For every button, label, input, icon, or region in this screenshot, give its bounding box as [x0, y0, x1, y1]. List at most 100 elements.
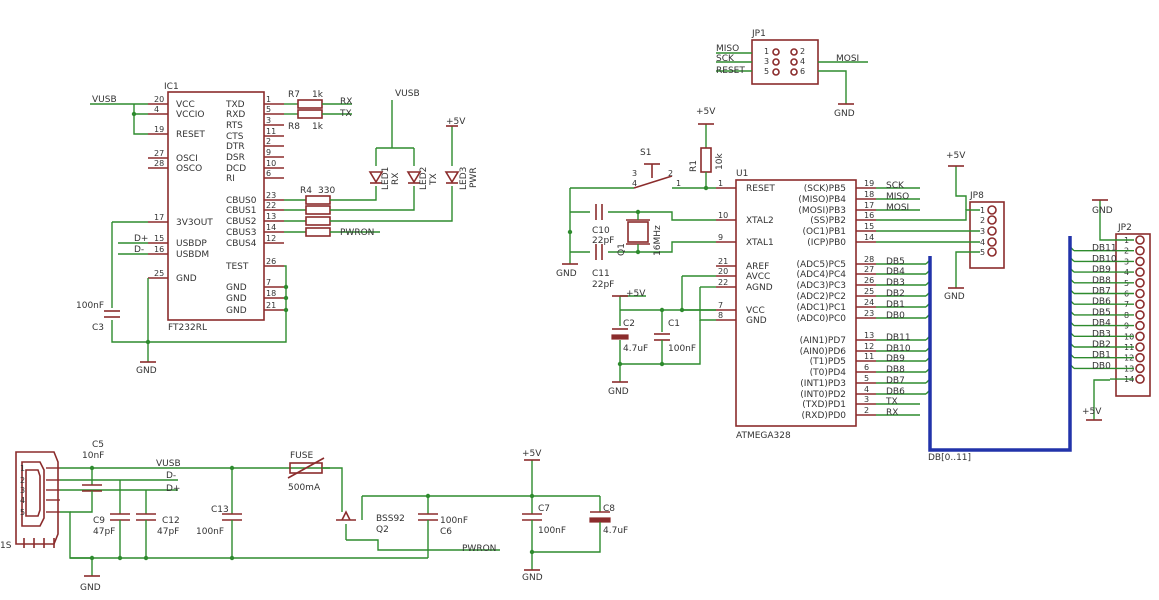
- ic1-pin-num: 5: [266, 105, 271, 114]
- ic1-pin-num: 7: [266, 278, 271, 287]
- u1-pin-name: (AIN0)PD6: [800, 347, 847, 357]
- ic1-pin-num: 3: [266, 116, 271, 125]
- ic1-ft232rl: IC1 FT232RL 20VCC4VCCIO19RESET27OSCI28OS…: [148, 82, 284, 333]
- dminus-label-ic1: D-: [134, 245, 144, 255]
- u1-pin-name: (AIN1)PD7: [800, 336, 846, 346]
- jp2-net-label: DB11: [1092, 244, 1117, 254]
- ic1-pin-num: 11: [266, 127, 276, 136]
- c2-name: C2: [623, 319, 635, 329]
- u1-pin-name: (TXD)PD1: [802, 400, 846, 410]
- ic1-pin-num: 19: [154, 125, 164, 134]
- ic1-pin-num: 27: [154, 149, 164, 158]
- c5-name: C5: [92, 440, 104, 450]
- ic1-pin-num: 10: [266, 159, 276, 168]
- u1-net-label: DB5: [886, 257, 905, 267]
- c13-value: 100nF: [196, 527, 224, 537]
- u1-pin-num: 18: [864, 190, 874, 199]
- svg-text:2: 2: [668, 169, 673, 178]
- r8-name: R8: [288, 122, 300, 132]
- dminus-label-usb: D-: [166, 471, 176, 481]
- c11-name: C11: [592, 269, 610, 279]
- ic1-pin-num: 9: [266, 148, 271, 157]
- led3-net: PWR: [469, 167, 479, 188]
- ic1-pin-num: 2: [266, 137, 271, 146]
- ic1-pin-name: GND: [226, 283, 247, 293]
- jp1-net-sck: SCK: [716, 54, 735, 64]
- u1-pin-name: (ADC4)PC4: [796, 270, 846, 280]
- jp2-pin-pad: [1135, 320, 1145, 331]
- jp2-pin-pad: [1135, 342, 1145, 352]
- s1-name: S1: [640, 148, 651, 158]
- c3-value: 100nF: [76, 301, 104, 311]
- c10-name: C10: [592, 226, 610, 236]
- p5v-label-bottom: +5V: [522, 449, 542, 459]
- vusb-label-led: VUSB: [395, 89, 420, 99]
- u1-pin-name: (ADC1)PC1: [796, 303, 846, 313]
- u1-pin-num: 6: [864, 363, 869, 372]
- jp2-net-label: DB2: [1092, 340, 1111, 350]
- u1-pin-num: 1: [718, 179, 723, 188]
- jp1-pin-pad: [790, 58, 798, 66]
- r4-value: 330: [318, 186, 335, 196]
- q2-value: BSS92: [376, 514, 405, 524]
- u1-value: ATMEGA328: [736, 431, 791, 441]
- u1-pin-num: 26: [864, 276, 874, 285]
- ic1-pin-name: DCD: [226, 164, 246, 174]
- u1-pin-name: XTAL2: [746, 216, 774, 226]
- ic1-name: IC1: [164, 82, 179, 92]
- usb-pin-num: 2: [20, 476, 25, 485]
- ic1-pin-num: 22: [266, 201, 276, 210]
- u1-pin-num: 13: [864, 331, 874, 340]
- u1-pin-num: 17: [864, 201, 874, 210]
- jp1-pin-num: 5: [764, 67, 769, 76]
- c7-value: 100nF: [538, 526, 566, 536]
- led2-net: TX: [429, 173, 439, 186]
- jp2-pin-pad: [1135, 331, 1145, 342]
- c9-name: C9: [93, 516, 105, 526]
- u1-left-pins: 1RESET10XTAL29XTAL121AREF20AVCC22AGND7VC…: [716, 179, 775, 326]
- led3-name: LED3: [459, 167, 469, 190]
- ic1-pin-name: RI: [226, 174, 235, 184]
- gnd-label-jp1: GND: [834, 109, 855, 119]
- gnd-label-jp2: GND: [1092, 206, 1113, 216]
- u1-pin-num: 11: [864, 352, 874, 361]
- gnd-label-bottom: GND: [522, 573, 543, 583]
- c12-value: 47pF: [157, 527, 179, 537]
- u1-pin-num: 8: [718, 311, 723, 320]
- u1-net-label: MOSI: [886, 203, 909, 213]
- r1-value: 10k: [715, 153, 725, 170]
- jp1-net-miso: MISO: [716, 44, 739, 54]
- ic1-pin-name: VCCIO: [176, 110, 204, 120]
- ic1-body: [167, 91, 265, 321]
- c1-value: 100nF: [668, 344, 696, 354]
- u1-pin-name: XTAL1: [746, 238, 774, 248]
- u1-pin-name: (SS)PB2: [810, 216, 846, 226]
- pwron-label-q2: PWRON: [462, 544, 496, 554]
- u1-pin-num: 24: [864, 298, 874, 307]
- u1-pin-num: 12: [864, 342, 874, 351]
- svg-text:3: 3: [632, 169, 637, 178]
- u1-pin-name: (ADC2)PC2: [796, 292, 846, 302]
- u1-pin-name: (ADC0)PC0: [796, 314, 846, 324]
- jp1-pin-pad: [772, 68, 780, 76]
- u1-pin-num: 22: [718, 278, 728, 287]
- ic1-pin-num: 12: [266, 234, 276, 243]
- u1-pin-name: AVCC: [746, 272, 770, 282]
- jp2-pin-pad: [1135, 288, 1145, 299]
- jp1-pin-num: 2: [800, 47, 805, 56]
- gnd-label-u1: GND: [608, 387, 629, 397]
- u1-net-label: DB3: [886, 278, 905, 288]
- tx-label-r8: TX: [339, 109, 352, 119]
- jp8-pin-pad: [987, 205, 997, 215]
- usb-pin-num: 5: [20, 508, 25, 517]
- ic1-pin-name: USBDP: [176, 239, 207, 249]
- ic1-pin-num: 1: [266, 95, 271, 104]
- u1-pin-num: 19: [864, 179, 874, 188]
- u1-pin-name: (OC1)PB1: [803, 227, 846, 237]
- jp1-net-reset: RESET: [716, 66, 745, 76]
- led1-name: LED1: [381, 167, 391, 190]
- u1-pin-name: (SCK)PB5: [804, 184, 846, 194]
- jp2-pin-pad: [1135, 352, 1145, 363]
